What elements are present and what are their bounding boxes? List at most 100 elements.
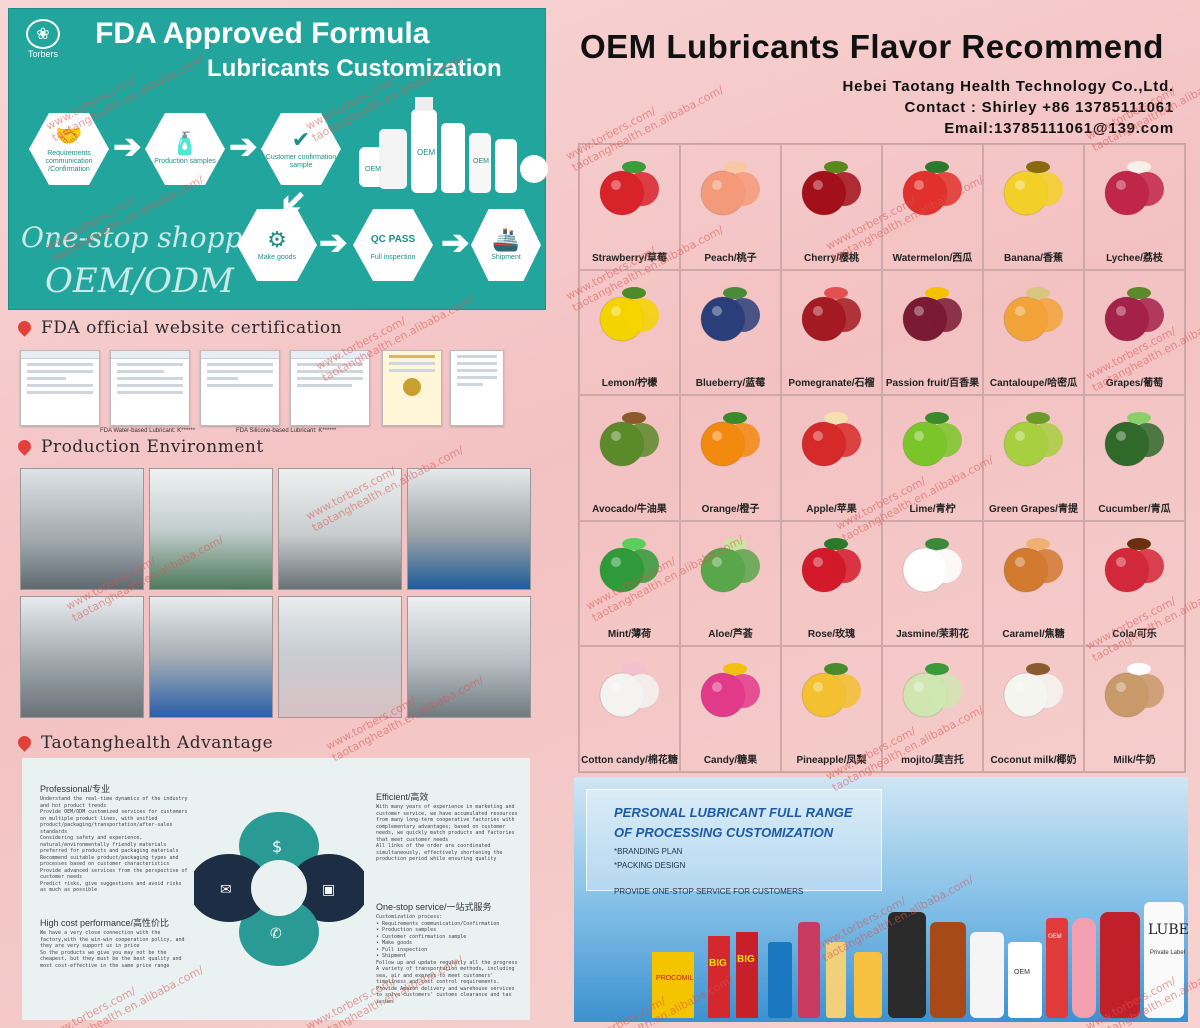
logo-text: Torbers bbox=[27, 49, 58, 59]
gears-icon: ⚙ bbox=[267, 227, 287, 252]
efficient-heading: Efficient/高效 bbox=[376, 792, 429, 802]
flavor-cell: Passion fruit/百香果 bbox=[882, 269, 983, 396]
product-label: PROCOMIL bbox=[656, 975, 693, 982]
flavor-image bbox=[897, 532, 969, 598]
product-label: BIG bbox=[709, 958, 727, 969]
flavor-label: Cantaloupe/哈密瓜 bbox=[989, 378, 1078, 390]
lab-photo bbox=[278, 468, 402, 590]
cert-caption: FDA Water-based Lubricant: K****** bbox=[100, 428, 196, 434]
advantage-flower-diagram: $ ▣ ✆ ✉ bbox=[194, 812, 364, 966]
flavor-label: mojito/莫吉托 bbox=[901, 754, 964, 766]
factory-photo bbox=[278, 596, 402, 718]
location-pin-icon bbox=[15, 733, 34, 752]
banner-line: PROVIDE ONE-STOP SERVICE FOR CUSTOMERS bbox=[614, 887, 804, 896]
flavor-cell: Peach/桃子 bbox=[680, 144, 781, 270]
step-make-goods: ⚙ Make goods bbox=[237, 209, 317, 281]
flavor-image bbox=[998, 532, 1070, 598]
flavor-label: Peach/桃子 bbox=[704, 252, 757, 264]
flavor-image bbox=[897, 406, 969, 472]
flavor-label: Grapes/葡萄 bbox=[1105, 378, 1164, 390]
flavor-cell: Rose/玫瑰 bbox=[781, 520, 882, 647]
flavor-cell: Watermelon/西瓜 bbox=[882, 144, 983, 270]
flavor-cell: Lychee/荔枝 bbox=[1084, 144, 1185, 270]
ship-icon: 🚢 bbox=[492, 227, 520, 252]
flavor-cell: Strawberry/草莓 bbox=[579, 144, 680, 270]
section-production: Production Environment bbox=[15, 437, 264, 457]
cert-caption: FDA Silicone-based Lubricant: K****** bbox=[236, 428, 337, 434]
flavor-label: Pomegranate/石榴 bbox=[788, 378, 875, 390]
flavor-cell: Banana/香蕉 bbox=[983, 144, 1084, 270]
torbers-logo: ❀ Torbers bbox=[23, 19, 63, 63]
flavor-label: Lychee/荔枝 bbox=[1106, 252, 1163, 264]
step-requirements: 🤝 Requirements communication /Confirmati… bbox=[29, 113, 109, 185]
flavor-image bbox=[695, 155, 767, 221]
professional-heading: Professional/专业 bbox=[40, 784, 111, 794]
factory-photo bbox=[149, 596, 273, 718]
flavor-image bbox=[897, 281, 969, 347]
flavor-cell: Blueberry/蓝莓 bbox=[680, 269, 781, 396]
check-icon: ✔ bbox=[291, 127, 311, 152]
oem-odm-script: OEM/ODM bbox=[45, 261, 234, 301]
location-pin-icon bbox=[15, 437, 34, 456]
flavor-label: Strawberry/草莓 bbox=[591, 252, 668, 264]
flavor-label: Aloe/芦荟 bbox=[708, 629, 753, 641]
arrow-right-icon: ➔ bbox=[229, 128, 258, 166]
product-label: BIG bbox=[737, 954, 755, 965]
flavor-image bbox=[695, 532, 767, 598]
flavor-image bbox=[1099, 532, 1171, 598]
flavor-label: Cola/可乐 bbox=[1112, 629, 1157, 641]
flavor-cell: Pomegranate/石榴 bbox=[781, 269, 882, 396]
flavor-cell: Cherry/樱桃 bbox=[781, 144, 882, 270]
lab-photo bbox=[20, 468, 144, 590]
svg-text:✆: ✆ bbox=[270, 926, 282, 942]
flavor-cell: Caramel/焦糖 bbox=[983, 520, 1084, 647]
flavor-label: Avocado/牛油果 bbox=[592, 503, 667, 515]
contact-info: Contact : Shirley +86 13785111061 bbox=[904, 99, 1174, 116]
flavor-cell: Cantaloupe/哈密瓜 bbox=[983, 269, 1084, 396]
flavor-image bbox=[1099, 155, 1171, 221]
step-full-inspection: QC PASS Full inspection bbox=[353, 209, 433, 281]
flavor-label: Pineapple/凤梨 bbox=[796, 754, 867, 766]
professional-text: Understand the real-time dynamics of the… bbox=[40, 796, 188, 893]
flavor-image bbox=[1099, 281, 1171, 347]
flavor-label: Cucumber/青瓜 bbox=[1098, 503, 1171, 515]
svg-text:✉: ✉ bbox=[220, 882, 232, 898]
banner-line: *BRANDING PLAN bbox=[614, 847, 683, 856]
handshake-icon: 🤝 bbox=[55, 123, 83, 148]
flavor-cell: Avocado/牛油果 bbox=[579, 395, 680, 521]
svg-text:OEM: OEM bbox=[365, 166, 381, 173]
step-production-samples: 🧴 Production samples bbox=[145, 113, 225, 185]
flavor-image bbox=[998, 406, 1070, 472]
lubricant-products-illustration: PROCOMIL BIG BIG OEM OEM LUBE Private La… bbox=[652, 902, 1188, 1018]
product-label: OEM bbox=[1048, 934, 1062, 940]
flavor-cell: mojito/莫吉托 bbox=[882, 646, 983, 772]
factory-photo bbox=[407, 468, 531, 590]
email-info: Email:13785111061@139.com bbox=[944, 120, 1174, 137]
high-cost-text: We have a very close connection with the… bbox=[40, 930, 185, 969]
flavor-label: Passion fruit/百香果 bbox=[885, 378, 980, 390]
svg-text:OEM: OEM bbox=[473, 158, 489, 165]
efficient-text: With many years of experience in marketi… bbox=[376, 804, 518, 862]
oem-bottles-illustration: OEM OEM OEM bbox=[359, 97, 548, 193]
flavor-image bbox=[594, 281, 666, 347]
one-stop-text: Customization process: • Requirements co… bbox=[376, 914, 518, 1005]
banner-line: *PACKING DESIGN bbox=[614, 861, 686, 870]
fda-formula-panel: ❀ Torbers FDA Approved Formula Lubricant… bbox=[8, 8, 548, 310]
flavor-cell: Aloe/芦荟 bbox=[680, 520, 781, 647]
flavor-label: Lime/青柠 bbox=[909, 503, 956, 515]
flavor-cell: Mint/薄荷 bbox=[579, 520, 680, 647]
flavor-image bbox=[796, 406, 868, 472]
cert-thumbnail bbox=[20, 350, 100, 426]
flavor-image bbox=[998, 281, 1070, 347]
cert-thumbnail bbox=[290, 350, 370, 426]
flavor-cell: Grapes/葡萄 bbox=[1084, 269, 1185, 396]
flavor-image bbox=[796, 155, 868, 221]
flavor-label: Jasmine/茉莉花 bbox=[896, 629, 969, 641]
flavor-label: Green Grapes/青提 bbox=[989, 503, 1078, 515]
flavor-label: Banana/香蕉 bbox=[1004, 252, 1063, 264]
factory-photo bbox=[20, 596, 144, 718]
svg-text:▣: ▣ bbox=[322, 882, 335, 898]
flavor-image bbox=[796, 657, 868, 723]
flavor-label: Coconut milk/椰奶 bbox=[990, 754, 1077, 766]
